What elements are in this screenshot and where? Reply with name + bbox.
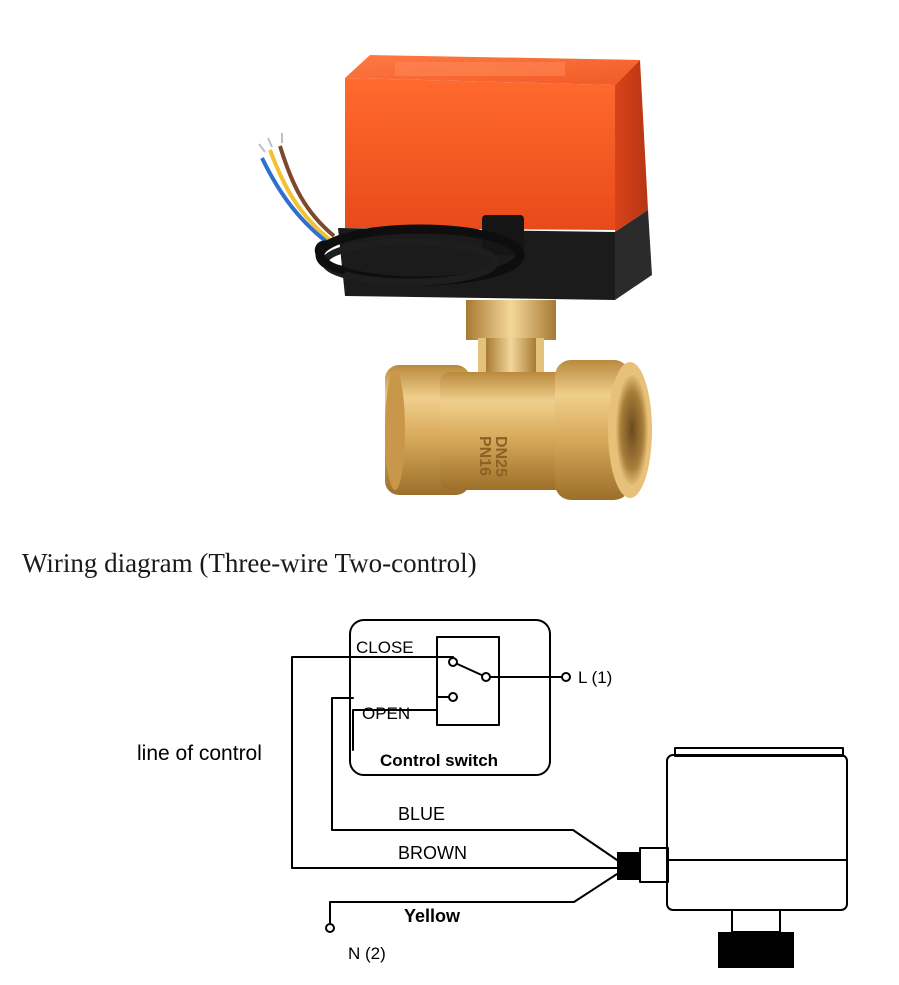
valve-marking: DN25 PN16 bbox=[476, 436, 509, 477]
wiring-diagram-caption: Wiring diagram (Three-wire Two-control) bbox=[22, 548, 477, 578]
marking-pn: PN16 bbox=[476, 436, 493, 476]
switch-frame bbox=[436, 636, 500, 726]
marking-dn: DN25 bbox=[492, 436, 509, 477]
wire-leads bbox=[258, 133, 336, 248]
actuator-mount bbox=[718, 932, 794, 968]
switch-lever bbox=[452, 661, 487, 678]
neutral-terminal bbox=[325, 923, 335, 933]
open-label: OPEN bbox=[362, 704, 411, 723]
brown-wire-label: BROWN bbox=[398, 843, 467, 863]
live-terminal bbox=[561, 672, 571, 682]
actuator-outline bbox=[666, 754, 848, 911]
wiring-diagram bbox=[291, 619, 848, 968]
neutral-label: N (2) bbox=[348, 944, 386, 963]
brown-wire bbox=[291, 656, 618, 869]
brass-valve-body bbox=[385, 360, 652, 500]
close-label: CLOSE bbox=[356, 638, 414, 657]
blue-wire-label: BLUE bbox=[398, 804, 446, 824]
cable-plug bbox=[617, 852, 641, 880]
live-label: L (1) bbox=[578, 668, 613, 687]
valve-stem bbox=[466, 300, 556, 378]
control-switch-label: Control switch bbox=[380, 751, 499, 770]
switch-contact-close bbox=[448, 657, 458, 667]
ball-valve-product-image: DN25 PN16 bbox=[258, 55, 652, 500]
switch-contact-common bbox=[481, 672, 491, 682]
yellow-wire-label: Yellow bbox=[404, 906, 461, 926]
coiled-cable bbox=[315, 224, 525, 286]
switch-contact-open bbox=[448, 692, 458, 702]
line-of-control-label: line of control bbox=[137, 742, 262, 765]
blue-wire bbox=[331, 697, 618, 861]
yellow-wire bbox=[329, 873, 618, 925]
